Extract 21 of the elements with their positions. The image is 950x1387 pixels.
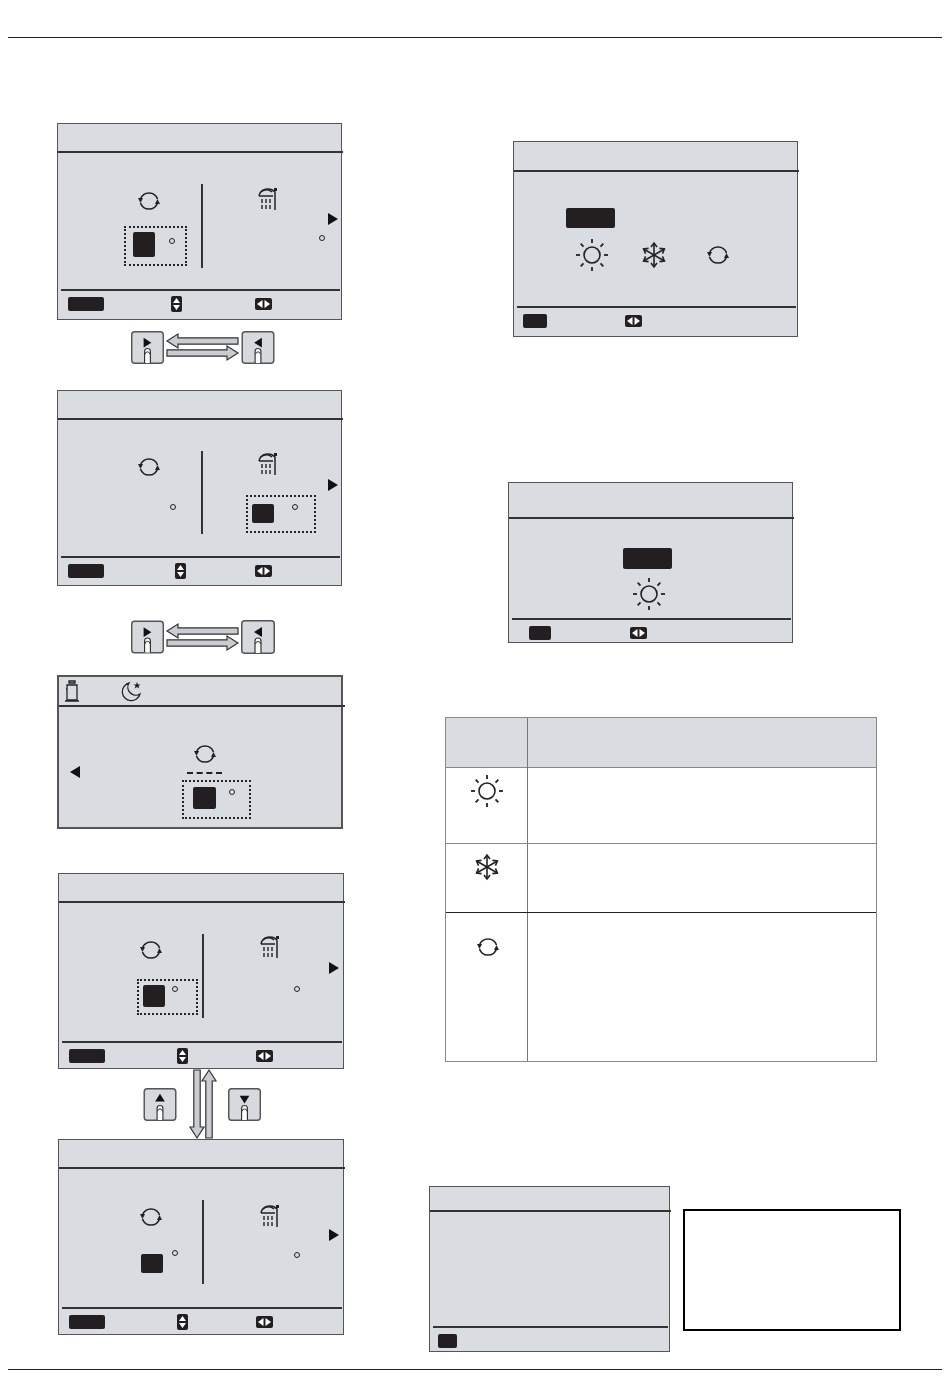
arrow	[166, 634, 240, 652]
finger-press-button	[131, 331, 164, 364]
finger-press-button	[241, 620, 275, 654]
arrow	[165, 622, 239, 640]
display-screen	[513, 141, 798, 337]
arrow	[165, 332, 239, 350]
display-screen	[57, 390, 342, 586]
display-screen	[57, 123, 342, 320]
arrow	[188, 1069, 206, 1140]
display-screen	[58, 1139, 344, 1335]
finger-press-button	[228, 1088, 261, 1121]
arrow	[166, 344, 240, 362]
finger-press-button	[241, 331, 275, 364]
finger-press-button	[131, 620, 164, 654]
home-screen	[57, 675, 343, 829]
display-screen	[429, 1186, 670, 1352]
display-screen	[58, 873, 344, 1069]
arrow	[200, 1068, 218, 1139]
display-screen	[508, 482, 793, 643]
note-box	[683, 1209, 901, 1331]
finger-press-button	[143, 1088, 177, 1121]
